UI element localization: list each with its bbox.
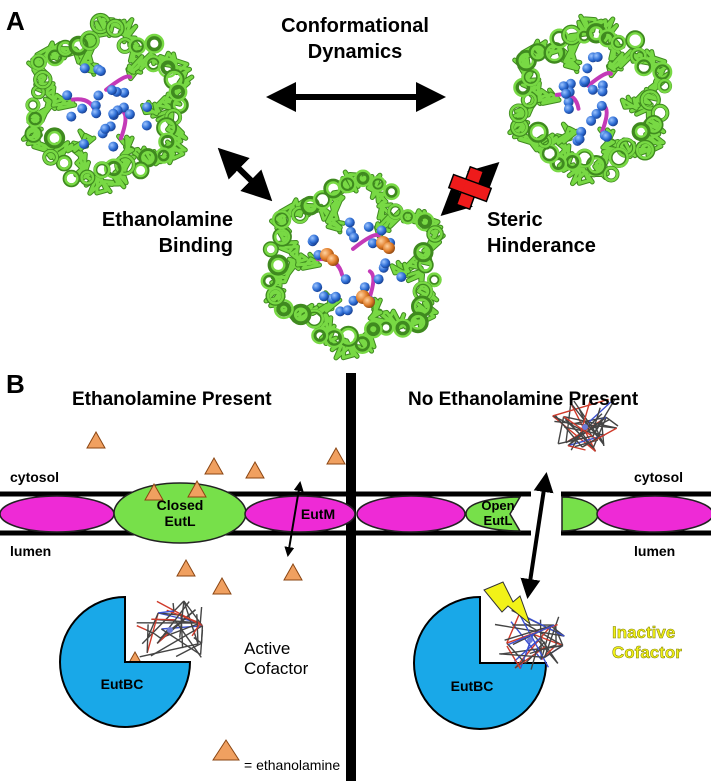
eutbc-enzyme-right bbox=[413, 595, 548, 730]
divider-bar bbox=[346, 373, 356, 781]
ethanolamine-legend-icon bbox=[212, 739, 240, 761]
protein-structure-open bbox=[507, 13, 673, 187]
cytosol-label-right: cytosol bbox=[634, 469, 683, 485]
eutbc-label-right: EutBC bbox=[451, 678, 494, 694]
eutm-shell-protein bbox=[0, 495, 115, 533]
ethanolamine-present-title: Ethanolamine Present bbox=[72, 389, 272, 410]
eutm-shell-protein-2 bbox=[356, 495, 466, 533]
ethanolamine-legend-label: = ethanolamine bbox=[244, 757, 340, 773]
transport-arrow-left bbox=[284, 481, 304, 557]
lumen-label-right: lumen bbox=[634, 543, 675, 559]
open-eutl-left-half bbox=[465, 496, 522, 532]
eutbc-label-left: EutBC bbox=[101, 676, 144, 692]
no-ethanolamine-title: No Ethanolamine Present bbox=[408, 389, 639, 410]
cytosol-label-left: cytosol bbox=[10, 469, 59, 485]
protein-structure-bound bbox=[260, 169, 446, 361]
eutm-shell-protein-3 bbox=[596, 495, 711, 533]
eutm-label: EutM bbox=[301, 506, 335, 522]
free-cofactor-molecule bbox=[552, 398, 619, 452]
active-cofactor-molecule bbox=[136, 600, 204, 658]
cofactor-exchange-arrow bbox=[520, 472, 554, 599]
inactive-cofactor-molecule bbox=[494, 609, 565, 670]
protein-structure-closed bbox=[20, 12, 195, 196]
lumen-label-left: lumen bbox=[10, 543, 51, 559]
binding-arrow bbox=[217, 147, 273, 202]
lightning-bolt-icon bbox=[483, 581, 532, 626]
eutbc-enzyme-left bbox=[59, 595, 192, 728]
open-eutl-right-half bbox=[561, 496, 599, 532]
panel-b-letter: B bbox=[6, 369, 25, 399]
panel-a-letter: A bbox=[6, 6, 25, 36]
blocked-cross-icon bbox=[447, 165, 493, 211]
